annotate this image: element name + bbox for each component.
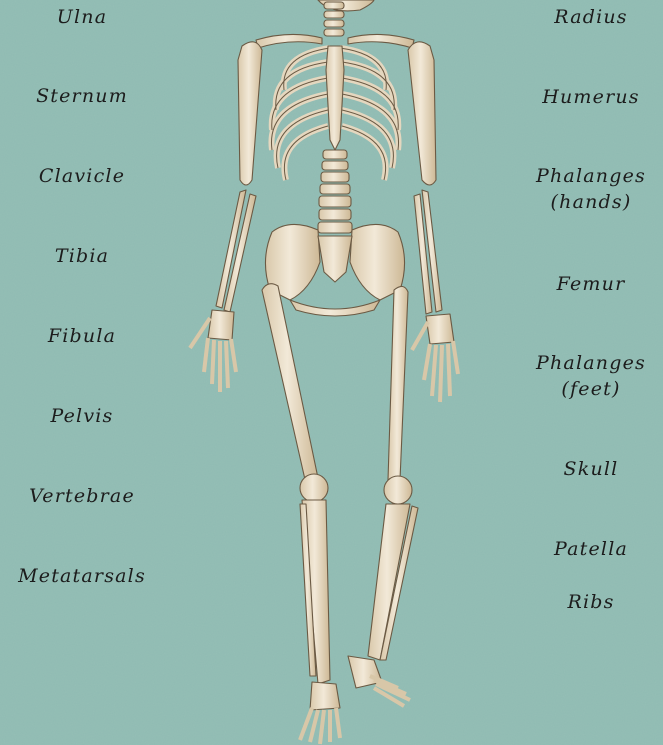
label-sternum: Sternum [2,83,162,109]
sacrum-bone [318,236,352,282]
patella-right [384,476,412,504]
hand-left [190,310,236,392]
foot-left [300,682,340,744]
foot-right [348,656,410,706]
label-ulna: Ulna [2,4,162,30]
label-femur: Femur [511,271,663,297]
sternum-bone [326,46,344,150]
label-vertebrae: Vertebrae [2,483,162,509]
hand-right [412,314,458,402]
label-clavicle: Clavicle [2,163,162,189]
skeleton-illustration [160,0,510,745]
patella-left [300,474,328,502]
label-ribs: Ribs [511,589,663,615]
label-radius: Radius [511,4,663,30]
label-humerus: Humerus [511,84,663,110]
label-tibia: Tibia [2,243,162,269]
femur-right [388,286,408,480]
label-phalanges-feet: Phalanges (feet) [526,350,656,402]
label-pelvis: Pelvis [2,403,162,429]
label-phalanges-hands: Phalanges (hands) [526,163,656,215]
label-patella: Patella [511,536,663,562]
clavicle-right [348,34,414,48]
clavicle-left [256,34,322,48]
humerus-left [238,42,262,185]
label-fibula: Fibula [2,323,162,349]
label-skull: Skull [511,456,663,482]
humerus-right [408,42,436,185]
label-metatarsals: Metatarsals [2,563,162,589]
